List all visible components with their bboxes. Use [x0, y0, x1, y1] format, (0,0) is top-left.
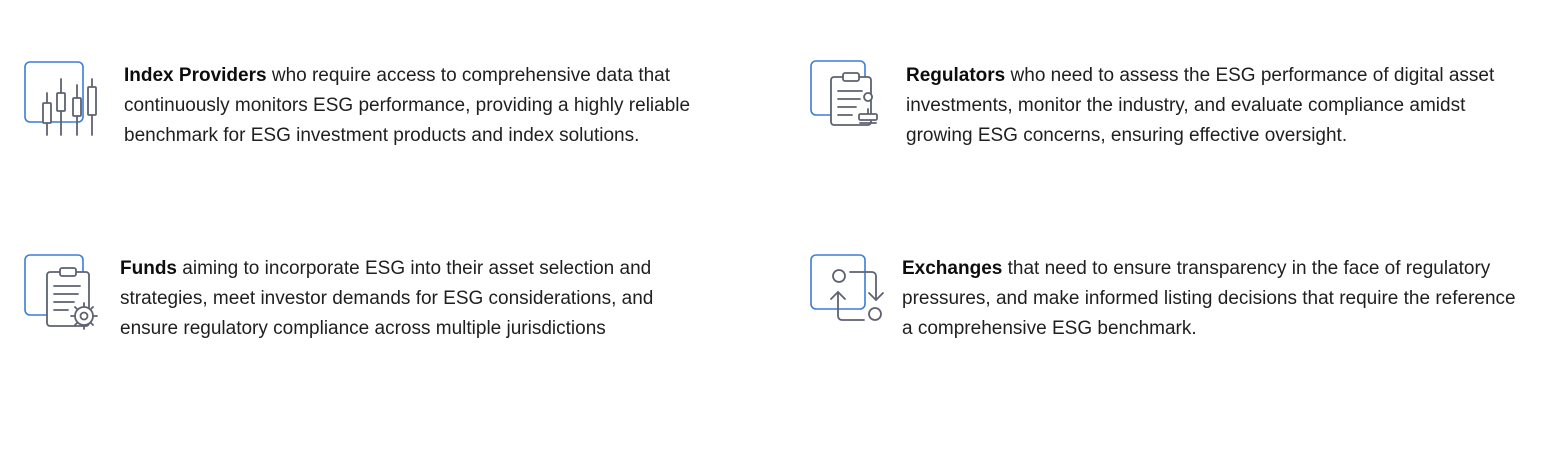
card-title: Funds: [120, 258, 177, 279]
card-funds-text: Funds aiming to incorporate ESG into the…: [120, 254, 700, 344]
card-body: who need to assess the ESG performance o…: [906, 65, 1495, 146]
exchange-arrows-icon: [810, 254, 890, 334]
candlestick-chart-icon: [24, 61, 104, 141]
card-exchanges-text: Exchanges that need to ensure transparen…: [902, 254, 1522, 344]
card-regulators-text: Regulators who need to assess the ESG pe…: [906, 61, 1516, 151]
card-index-providers-text: Index Providers who require access to co…: [124, 61, 714, 151]
clipboard-stamp-icon: [810, 60, 890, 141]
card-title: Index Providers: [124, 65, 267, 86]
card-title: Exchanges: [902, 258, 1003, 279]
card-body: who require access to comprehensive data…: [124, 65, 691, 146]
clipboard-gear-icon: [24, 254, 104, 334]
card-title: Regulators: [906, 65, 1006, 86]
card-body: aiming to incorporate ESG into their ass…: [120, 258, 654, 339]
card-body: that need to ensure transparency in the …: [902, 258, 1516, 339]
